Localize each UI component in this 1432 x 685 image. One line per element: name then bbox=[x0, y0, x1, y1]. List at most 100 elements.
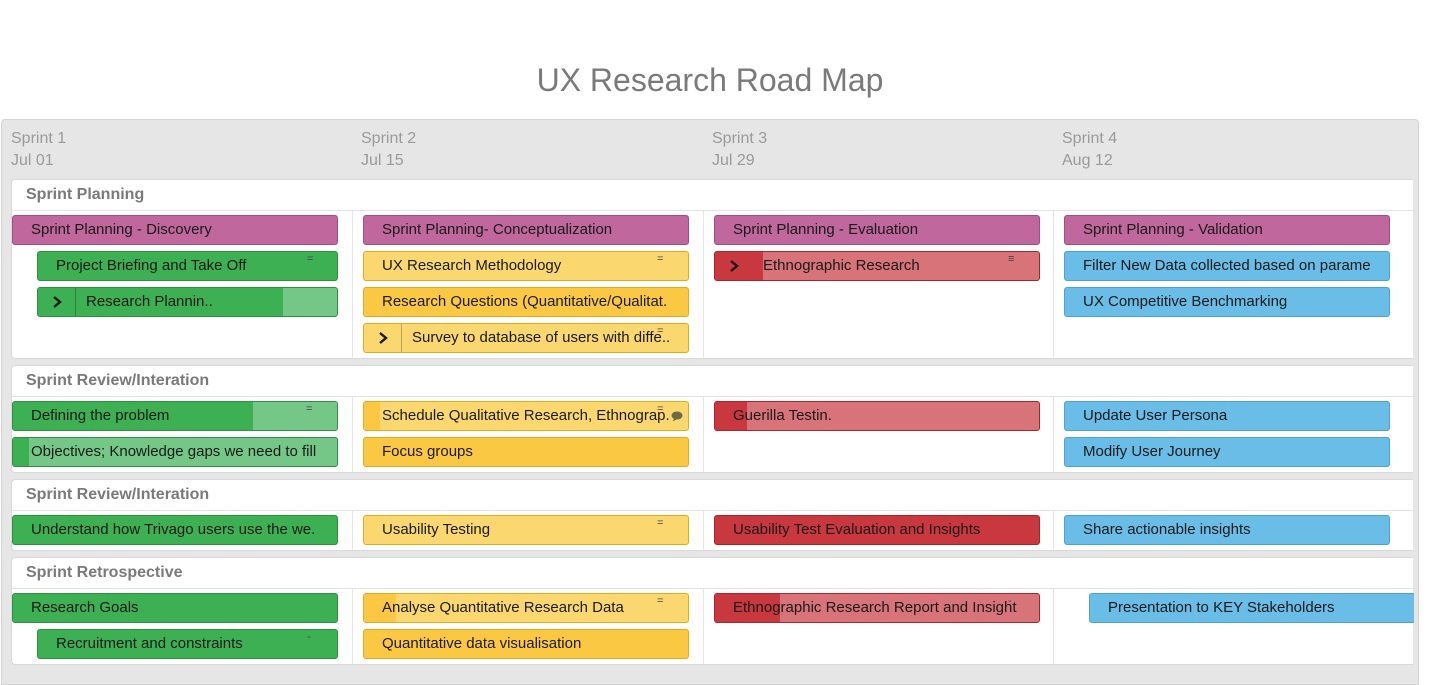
card-label: Project Briefing and Take Off bbox=[56, 257, 247, 274]
progress-fill bbox=[13, 402, 253, 430]
swimlane-sprint-review-2: Sprint Review/Interation Understand how … bbox=[11, 479, 1413, 551]
card[interactable]: Research Goals bbox=[12, 593, 338, 623]
card-label: Survey to database of users with diffe.. bbox=[412, 329, 671, 346]
column-divider bbox=[352, 397, 353, 472]
card-label: Sprint Planning - Discovery bbox=[31, 221, 212, 238]
card-label: Research Plannin.. bbox=[86, 293, 213, 310]
column-divider bbox=[352, 511, 353, 550]
drag-handle-icon[interactable]: = bbox=[307, 253, 314, 265]
sprint-header-4: Sprint 4 Aug 12 bbox=[1062, 128, 1117, 172]
column-divider bbox=[1053, 211, 1054, 358]
card[interactable]: Analyse Quantitative Research Data = bbox=[363, 593, 689, 623]
card-label: Update User Persona bbox=[1083, 407, 1228, 424]
card-label: Recruitment and constraints bbox=[56, 635, 243, 652]
progress-fill bbox=[715, 402, 748, 430]
card-label: Share actionable insights bbox=[1083, 521, 1251, 538]
progress-fill bbox=[364, 402, 381, 430]
card[interactable]: Filter New Data collected based on param… bbox=[1064, 251, 1390, 281]
swimlane-title: Sprint Retrospective bbox=[12, 558, 1413, 589]
sprint-date: Jul 15 bbox=[361, 152, 404, 169]
progress-fill bbox=[13, 438, 30, 466]
sprint-date: Jul 01 bbox=[11, 152, 54, 169]
card[interactable]: Focus groups bbox=[363, 437, 689, 467]
column-divider bbox=[1053, 511, 1054, 550]
progress-fill bbox=[715, 594, 780, 622]
sprint-header-3: Sprint 3 Jul 29 bbox=[712, 128, 767, 172]
swimlane-title: Sprint Review/Interation bbox=[12, 480, 1413, 511]
card[interactable]: Ethnographic Research Report and Insight… bbox=[714, 593, 1040, 623]
progress-fill bbox=[715, 252, 763, 280]
card-label: Focus groups bbox=[382, 443, 473, 460]
card-label: Objectives; Knowledge gaps we need to fi… bbox=[31, 443, 317, 460]
card[interactable]: Sprint Planning - Discovery bbox=[12, 215, 338, 245]
comment-icon[interactable] bbox=[671, 404, 683, 430]
card[interactable]: Update User Persona bbox=[1064, 401, 1390, 431]
card[interactable]: Project Briefing and Take Off = bbox=[37, 251, 338, 281]
card[interactable]: Recruitment and constraints - bbox=[37, 629, 338, 659]
card[interactable]: Research Questions (Quantitative/Qualita… bbox=[363, 287, 689, 317]
card[interactable]: Presentation to KEY Stakeholders bbox=[1089, 593, 1414, 623]
card-label: UX Competitive Benchmarking bbox=[1083, 293, 1288, 310]
sprint-name: Sprint 1 bbox=[11, 130, 67, 147]
card[interactable]: Understand how Trivago users use the we. bbox=[12, 515, 338, 545]
drag-handle-icon[interactable]: = bbox=[657, 253, 664, 265]
sprint-date: Jul 29 bbox=[712, 152, 755, 169]
page-title: UX Research Road Map bbox=[536, 62, 884, 98]
chevron-right-icon[interactable] bbox=[38, 288, 76, 316]
drag-handle-icon[interactable]: - bbox=[307, 631, 311, 643]
card[interactable]: Sprint Planning - Validation bbox=[1064, 215, 1390, 245]
column-divider bbox=[703, 211, 704, 358]
card-label: Ethnographic Research bbox=[763, 257, 920, 274]
card-label: UX Research Methodology bbox=[382, 257, 562, 274]
card[interactable]: Usability Test Evaluation and Insights bbox=[714, 515, 1040, 545]
drag-handle-icon[interactable]: = bbox=[306, 403, 313, 415]
drag-handle-icon[interactable]: = bbox=[657, 595, 664, 607]
card-label: Filter New Data collected based on param… bbox=[1083, 257, 1371, 274]
card[interactable]: UX Research Methodology = bbox=[363, 251, 689, 281]
card-label: Sprint Planning - Evaluation bbox=[733, 221, 919, 238]
drag-handle-icon[interactable]: = bbox=[657, 517, 664, 529]
card[interactable]: Modify User Journey bbox=[1064, 437, 1390, 467]
card[interactable]: Schedule Qualitative Research, Ethnograp… bbox=[363, 401, 689, 431]
card[interactable]: Quantitative data visualisation bbox=[363, 629, 689, 659]
drag-handle-icon[interactable]: - bbox=[306, 439, 310, 451]
card[interactable]: Objectives; Knowledge gaps we need to fi… bbox=[12, 437, 338, 467]
progress-fill bbox=[38, 288, 284, 316]
sprint-header-2: Sprint 2 Jul 15 bbox=[361, 128, 416, 172]
card[interactable]: Survey to database of users with diffe..… bbox=[363, 323, 689, 353]
sprint-name: Sprint 2 bbox=[361, 130, 417, 147]
swimlane-title: Sprint Planning bbox=[12, 180, 1413, 211]
card[interactable]: UX Competitive Benchmarking bbox=[1064, 287, 1390, 317]
card[interactable]: Research Plannin.. bbox=[37, 287, 338, 317]
card-label: Quantitative data visualisation bbox=[382, 635, 582, 652]
column-divider bbox=[1053, 589, 1054, 664]
card-label: Schedule Qualitative Research, Ethnograp… bbox=[382, 407, 670, 424]
card[interactable]: Usability Testing = bbox=[363, 515, 689, 545]
card[interactable]: Sprint Planning - Evaluation bbox=[714, 215, 1040, 245]
sprint-date: Aug 12 bbox=[1062, 152, 1113, 169]
card-label: Ethnographic Research Report and Insight bbox=[733, 599, 1017, 616]
chevron-right-icon[interactable] bbox=[715, 252, 752, 280]
sprint-name: Sprint 4 bbox=[1062, 130, 1118, 147]
card-label: Research Questions (Quantitative/Qualita… bbox=[382, 293, 668, 310]
drag-handle-icon[interactable]: = bbox=[657, 325, 664, 337]
card[interactable]: Share actionable insights bbox=[1064, 515, 1390, 545]
column-divider bbox=[1053, 397, 1054, 472]
card[interactable]: Ethnographic Research ≡ bbox=[714, 251, 1040, 281]
column-divider bbox=[352, 211, 353, 358]
card-label: Sprint Planning- Conceptualization bbox=[382, 221, 613, 238]
card[interactable]: Guerilla Testin. bbox=[714, 401, 1040, 431]
card-label: Defining the problem bbox=[31, 407, 170, 424]
card[interactable]: Defining the problem = bbox=[12, 401, 338, 431]
column-divider bbox=[703, 397, 704, 472]
card-label: Modify User Journey bbox=[1083, 443, 1221, 460]
card[interactable]: Sprint Planning- Conceptualization bbox=[363, 215, 689, 245]
card-label: Usability Testing bbox=[382, 521, 491, 538]
column-divider bbox=[703, 511, 704, 550]
drag-handle-icon[interactable]: - bbox=[1008, 595, 1012, 607]
chevron-right-icon[interactable] bbox=[364, 324, 402, 352]
roadmap-board: Sprint 1 Jul 01 Sprint 2 Jul 15 Sprint 3… bbox=[1, 119, 1419, 685]
card-label: Research Goals bbox=[31, 599, 139, 616]
drag-handle-icon[interactable]: = bbox=[657, 403, 664, 415]
drag-handle-icon[interactable]: ≡ bbox=[1008, 253, 1015, 265]
